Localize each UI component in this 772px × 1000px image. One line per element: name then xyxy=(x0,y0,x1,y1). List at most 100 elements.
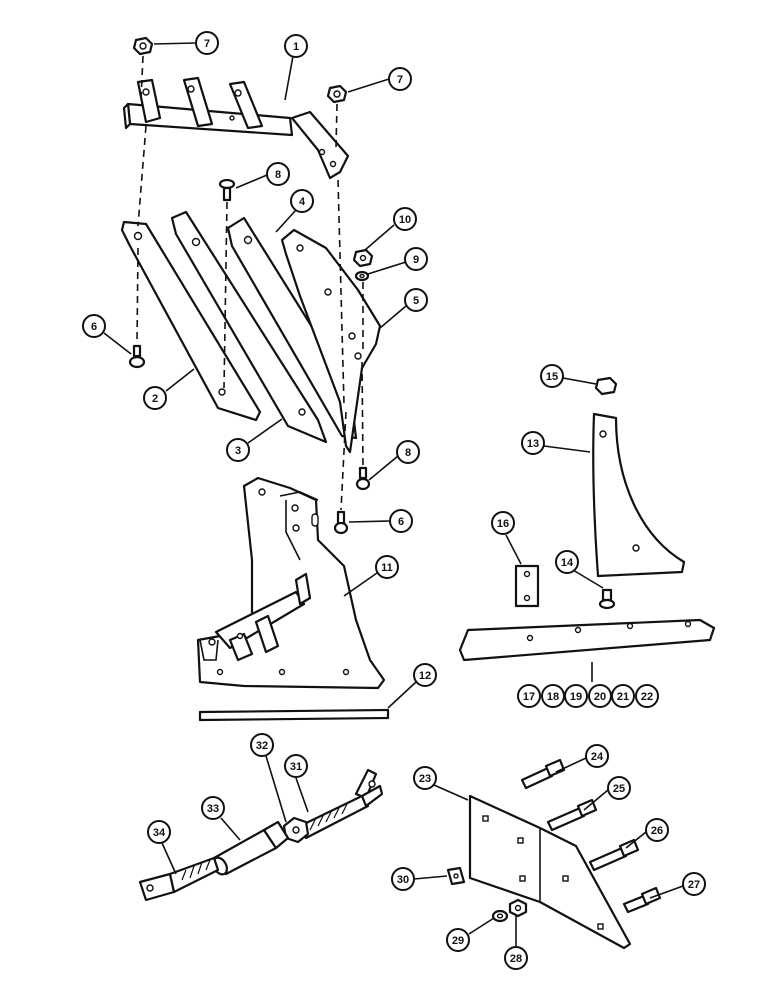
callout-32-label: 32 xyxy=(256,740,268,752)
callout-27: 27 xyxy=(682,872,706,896)
callout-18: 18 xyxy=(541,684,565,708)
part-8-bolt-bottom xyxy=(355,466,371,491)
callout-7a: 7 xyxy=(195,31,219,55)
part-9-washer xyxy=(354,270,370,282)
assembly-lines xyxy=(136,55,364,511)
part-24-bolt xyxy=(520,758,566,790)
part-1-bracket xyxy=(122,76,350,180)
part-28-nut xyxy=(508,898,528,918)
callout-27-label: 27 xyxy=(688,879,700,891)
part-29-washer xyxy=(491,909,509,923)
callout-4-label: 4 xyxy=(299,196,306,208)
part-14-bolt xyxy=(598,588,616,610)
callout-19-label: 19 xyxy=(570,691,582,703)
callout-21-label: 21 xyxy=(617,691,629,703)
callout-26-label: 26 xyxy=(651,825,663,837)
callout-22: 22 xyxy=(635,684,659,708)
part-30-square-nut xyxy=(446,866,466,886)
callout-6a: 6 xyxy=(82,314,106,338)
part-4-strip xyxy=(226,216,358,440)
callout-2: 2 xyxy=(143,386,167,410)
callout-28-label: 28 xyxy=(510,953,522,965)
leader-lines xyxy=(103,42,684,946)
callout-8b-label: 8 xyxy=(405,447,411,459)
callout-22-label: 22 xyxy=(641,691,653,703)
callout-11: 11 xyxy=(375,555,399,579)
part-31-bolt-bracket xyxy=(298,768,384,840)
callout-29-label: 29 xyxy=(452,935,464,947)
callout-8a-label: 8 xyxy=(275,169,281,181)
callout-6a-label: 6 xyxy=(91,321,97,333)
callout-13: 13 xyxy=(521,431,545,455)
part-33-sleeve xyxy=(212,820,290,876)
part-23-plate xyxy=(468,794,632,950)
part-12-strip xyxy=(198,708,390,722)
callout-6b: 6 xyxy=(389,509,413,533)
callout-23: 23 xyxy=(413,766,437,790)
part-11-frog xyxy=(196,476,386,690)
part-16-plate xyxy=(514,564,540,608)
callout-5-label: 5 xyxy=(413,295,419,307)
part-6-bolt-left xyxy=(128,344,146,369)
callout-13-label: 13 xyxy=(527,438,539,450)
callout-15: 15 xyxy=(540,364,564,388)
callout-21: 21 xyxy=(611,684,635,708)
callout-14-label: 14 xyxy=(561,557,574,569)
callout-33-label: 33 xyxy=(207,803,219,815)
part-2-strip xyxy=(120,220,262,422)
callout-25: 25 xyxy=(607,776,631,800)
callout-3: 3 xyxy=(226,438,250,462)
callout-33: 33 xyxy=(201,796,225,820)
part-25-bolt xyxy=(546,798,598,832)
callout-8a: 8 xyxy=(266,162,290,186)
callout-18-label: 18 xyxy=(547,691,559,703)
callout-9: 9 xyxy=(404,247,428,271)
callout-17-label: 17 xyxy=(523,691,535,703)
part-26-bolt xyxy=(588,838,640,872)
callout-31: 31 xyxy=(284,754,308,778)
callout-2-label: 2 xyxy=(152,393,158,405)
callout-6b-label: 6 xyxy=(398,516,404,528)
callout-24: 24 xyxy=(585,744,609,768)
part-15-nut xyxy=(594,376,618,396)
callout-34: 34 xyxy=(147,820,171,844)
callout-12: 12 xyxy=(413,663,437,687)
callout-12-label: 12 xyxy=(419,670,431,682)
callout-20: 20 xyxy=(588,684,612,708)
callout-20-label: 20 xyxy=(594,691,606,703)
callout-32: 32 xyxy=(250,733,274,757)
callout-24-label: 24 xyxy=(591,751,604,763)
callout-3-label: 3 xyxy=(235,445,241,457)
callout-1-label: 1 xyxy=(293,41,299,53)
callout-26: 26 xyxy=(645,818,669,842)
part-8-bolt-top xyxy=(218,178,236,202)
callout-10: 10 xyxy=(393,207,417,231)
callout-5: 5 xyxy=(404,288,428,312)
callout-10-label: 10 xyxy=(399,214,411,226)
callout-29: 29 xyxy=(446,928,470,952)
callout-34-label: 34 xyxy=(153,827,166,839)
part-3-strip xyxy=(170,210,328,444)
callout-25-label: 25 xyxy=(613,783,625,795)
callout-31-label: 31 xyxy=(290,761,302,773)
part-17-22-share xyxy=(458,618,716,662)
part-13-blade xyxy=(592,412,686,578)
callout-7b-label: 7 xyxy=(397,74,403,86)
part-34-eyebolt xyxy=(138,856,220,902)
callout-14: 14 xyxy=(555,550,579,574)
callout-30-label: 30 xyxy=(397,874,409,886)
callout-7b: 7 xyxy=(388,67,412,91)
callout-19: 19 xyxy=(564,684,588,708)
callout-11-label: 11 xyxy=(381,562,393,574)
callout-28: 28 xyxy=(504,946,528,970)
part-7-nut-right xyxy=(326,84,348,104)
callout-8b: 8 xyxy=(396,440,420,464)
callout-16: 16 xyxy=(491,511,515,535)
callout-17: 17 xyxy=(517,684,541,708)
callout-15-label: 15 xyxy=(546,371,558,383)
part-7-nut-left xyxy=(132,36,154,56)
callout-1: 1 xyxy=(284,34,308,58)
part-27-bolt xyxy=(622,886,662,914)
